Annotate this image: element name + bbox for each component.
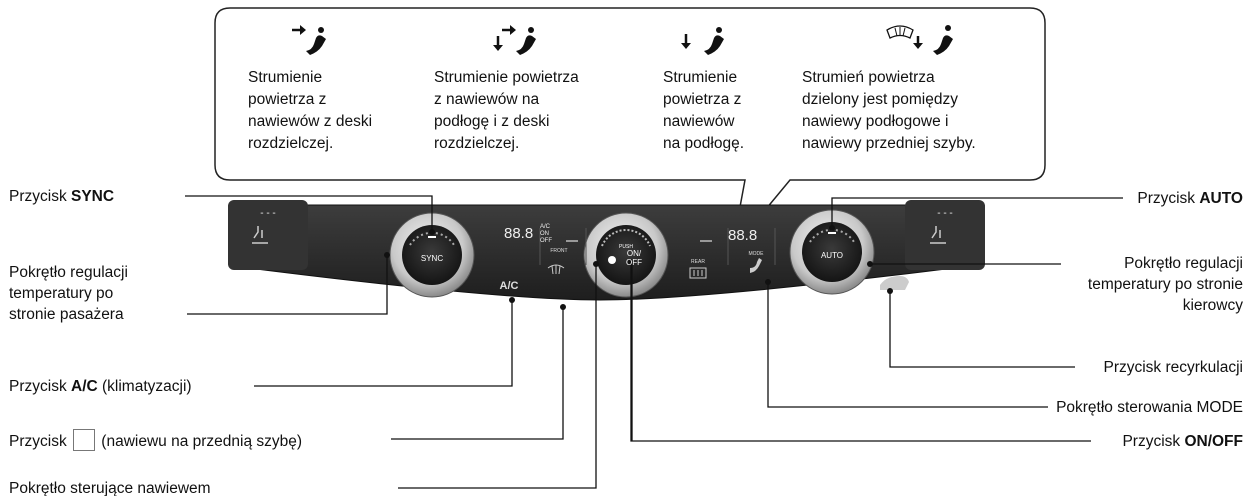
label-driver-temp: Pokrętło regulacji temperatury po stroni…: [1087, 255, 1243, 314]
label-fan: Pokrętło sterujące nawiewem: [9, 480, 211, 496]
front-defrost-icon-inline: [73, 429, 95, 451]
mode-desc-floor: Strumienie powietrza z nawiewów na podło…: [663, 69, 745, 152]
front-button-label: FRONT: [550, 248, 567, 254]
seat-heater-right-icon: [930, 226, 946, 244]
off-label: OFF: [626, 258, 642, 267]
ac-button-label: A/C: [500, 280, 519, 292]
label-sync: Przycisk SYNC: [9, 188, 115, 205]
label-auto: Przycisk AUTO: [1137, 190, 1243, 207]
mode-floor-defrost-icon: [886, 25, 953, 55]
rear-button-label: REAR: [691, 259, 705, 265]
mode-floor-face-icon: [493, 25, 536, 55]
label-onoff: Przycisk ON/OFF: [1122, 433, 1243, 450]
passenger-temp-knob: [389, 212, 475, 298]
mode-button-icon: [750, 258, 762, 273]
fan-knob: [583, 212, 669, 298]
leader-lines: [185, 195, 1123, 489]
left-display-ac: A/C: [540, 224, 551, 230]
mode-desc-face: Strumienie powietrza z nawiewów z deski …: [248, 69, 373, 152]
front-defrost-icon: [547, 264, 565, 275]
driver-temp-knob: [789, 209, 875, 295]
fan-icon: [608, 256, 616, 264]
label-recirc: Przycisk recyrkulacji: [1103, 359, 1243, 376]
mode-face-icon: [292, 25, 326, 55]
on-label: ON/: [627, 249, 642, 258]
recirculation-icon: [880, 276, 909, 290]
label-passenger-temp: Pokrętło regulacji temperatury po stroni…: [9, 264, 128, 323]
right-display: 88.8: [728, 227, 757, 244]
seat-heater-left-icon: [252, 226, 268, 244]
left-display-on: ON: [540, 231, 549, 237]
left-display: 88.8: [504, 225, 533, 242]
seat-right-dashes: - - -: [937, 208, 953, 219]
left-display-off: OFF: [540, 238, 552, 244]
mode-floor-icon: [681, 27, 724, 55]
seat-left-dashes: - - -: [260, 208, 276, 219]
auto-knob-label: AUTO: [821, 251, 843, 260]
label-front: Przycisk (nawiewu na przednią szybę): [9, 429, 302, 452]
label-ac: Przycisk A/C (klimatyzacji): [9, 378, 192, 395]
sync-knob-label: SYNC: [421, 254, 443, 263]
mode-desc-floor-defrost: Strumień powietrza dzielony jest pomiędz…: [802, 69, 976, 152]
label-mode: Pokrętło sterowania MODE: [1056, 399, 1243, 416]
rear-defrost-icon: [689, 267, 707, 279]
mode-button-label: MODE: [749, 251, 765, 257]
push-label: PUSH: [619, 244, 633, 250]
mode-desc-floor-face: Strumienie powietrza z nawiewów na podło…: [434, 69, 579, 152]
